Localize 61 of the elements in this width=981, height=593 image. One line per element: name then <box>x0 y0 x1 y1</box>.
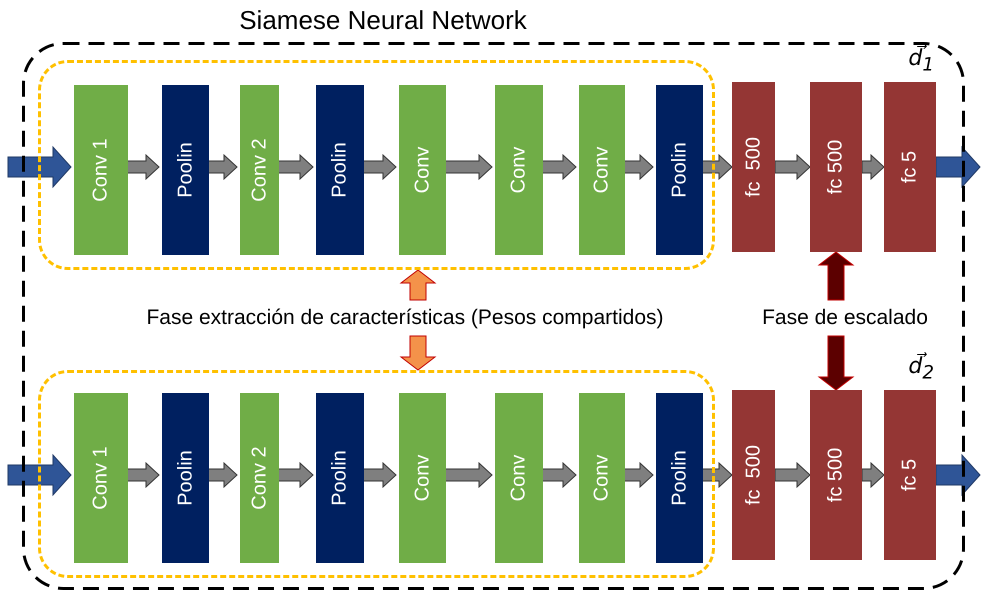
layer-block <box>810 82 862 252</box>
layer-block <box>495 393 543 563</box>
layer-block <box>162 85 209 255</box>
dashed-group-frame <box>38 60 715 270</box>
block-arrow <box>936 454 981 496</box>
layer-label: Poolin <box>668 142 691 198</box>
block-arrow <box>818 251 854 300</box>
dashed-group-frame <box>38 370 715 578</box>
diagram-title: Siamese Neural Network <box>238 5 528 36</box>
layer-block <box>399 393 446 563</box>
layer-block <box>74 85 128 255</box>
layer-block <box>810 390 862 560</box>
block-arrow <box>862 462 885 488</box>
layer-block <box>74 393 128 563</box>
layer-label: Conv 2 <box>248 446 271 510</box>
layer-label: Conv <box>590 454 614 502</box>
block-arrow <box>8 146 72 188</box>
layer-block <box>656 393 703 563</box>
layer-block <box>162 393 209 563</box>
layer-block <box>316 393 364 563</box>
layer-label: Poolin <box>174 450 197 506</box>
vector-label: d⃗$_{1}$ <box>908 46 934 76</box>
phase-label: Fase extracción de características (Pesos compartidos) <box>100 300 710 336</box>
layer-block <box>656 85 703 255</box>
block-arrow <box>936 146 981 188</box>
layer-label: fc 500 <box>824 448 848 502</box>
layer-block <box>579 393 625 563</box>
layer-label: Conv <box>508 146 530 194</box>
block-arrow <box>862 154 885 180</box>
layer-label: Poolin <box>328 450 352 506</box>
layer-block <box>240 85 279 255</box>
block-arrow <box>818 336 854 391</box>
layer-block <box>240 393 279 563</box>
block-arrow <box>8 454 72 496</box>
layer-label: Conv <box>508 454 530 502</box>
layer-label: fc 5 <box>898 458 922 492</box>
layer-label: Poolin <box>668 450 691 506</box>
layer-label: fc 500 <box>824 140 848 194</box>
layer-label: Poolin <box>174 142 197 198</box>
layer-label: Poolin <box>328 142 352 198</box>
layer-label: Conv 1 <box>90 446 112 510</box>
layer-label: Conv 2 <box>248 138 271 202</box>
layer-block <box>399 85 446 255</box>
vector-label: d⃗$_{2}$ <box>908 354 934 384</box>
layer-label: fc 500 <box>742 444 765 506</box>
layer-block <box>579 85 625 255</box>
block-arrow <box>400 336 436 371</box>
layer-block <box>732 390 775 560</box>
layer-label: Conv 1 <box>90 138 112 202</box>
block-arrow <box>400 269 436 300</box>
block-arrow <box>774 462 811 488</box>
layer-label: Conv <box>411 454 434 502</box>
layer-label: fc 5 <box>898 150 922 184</box>
layer-block <box>495 85 543 255</box>
layer-block <box>732 82 775 252</box>
block-arrow <box>774 154 811 180</box>
layer-label: Conv <box>411 146 434 194</box>
layer-label: Conv <box>590 146 614 194</box>
phase-label: Fase de escalado <box>745 300 945 336</box>
layer-label: fc 500 <box>742 136 765 198</box>
layer-block <box>316 85 364 255</box>
